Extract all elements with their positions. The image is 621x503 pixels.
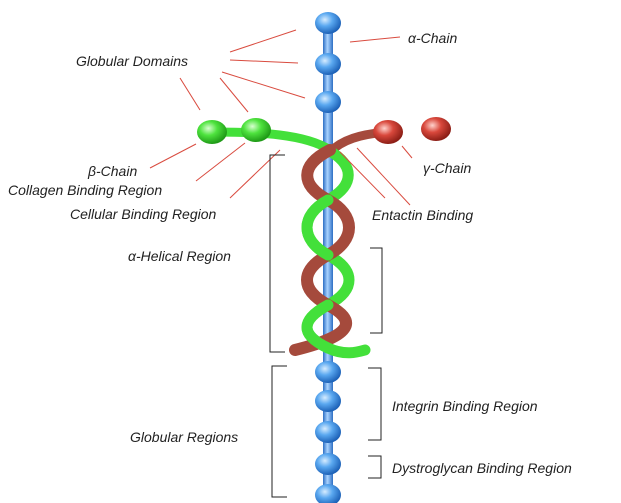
bracket-dystroglycan [368,456,381,478]
gamma-globule-1 [373,120,403,144]
leader-globular-1 [230,30,296,52]
label-gamma-chain: γ-Chain [423,161,471,175]
alpha-globule-8 [315,484,341,503]
leader-globular-4 [180,78,200,110]
label-cellular-binding-region: Cellular Binding Region [70,207,216,221]
alpha-globule-5 [315,390,341,412]
label-integrin-binding-region: Integrin Binding Region [392,399,538,413]
leader-beta-chain [150,144,196,168]
leader-cellular [230,150,280,198]
label-alpha-helical-region: α-Helical Region [128,249,231,263]
beta-globule-2 [241,118,271,142]
leader-collagen [196,143,245,181]
bracket-globular-regions [272,366,287,497]
bracket-coil-right [370,248,382,333]
leader-globular-2 [230,60,298,63]
label-beta-chain: β-Chain [88,164,137,178]
label-dystroglycan-binding-region: Dystroglycan Binding Region [392,461,572,475]
alpha-globule-4 [315,361,341,383]
alpha-globule-3 [315,91,341,113]
alpha-globule-7 [315,453,341,475]
alpha-globule-1 [315,12,341,34]
label-globular-domains: Globular Domains [76,54,188,68]
label-globular-regions: Globular Regions [130,430,238,444]
beta-chain-arm [212,132,330,150]
bracket-integrin [368,368,381,440]
leader-globular-3 [222,72,305,98]
beta-globule-1 [197,120,227,144]
leader-alpha-chain [350,37,400,42]
leader-globular-5 [220,78,248,112]
alpha-globule-6 [315,421,341,443]
label-alpha-chain: α-Chain [408,31,457,45]
bracket-helical [270,155,285,352]
gamma-globule-2 [421,117,451,141]
leader-lines [150,30,412,205]
alpha-globule-2 [315,53,341,75]
label-entactin-binding: Entactin Binding [372,208,473,222]
label-collagen-binding-region: Collagen Binding Region [8,183,162,197]
leader-gamma-chain [402,146,412,158]
